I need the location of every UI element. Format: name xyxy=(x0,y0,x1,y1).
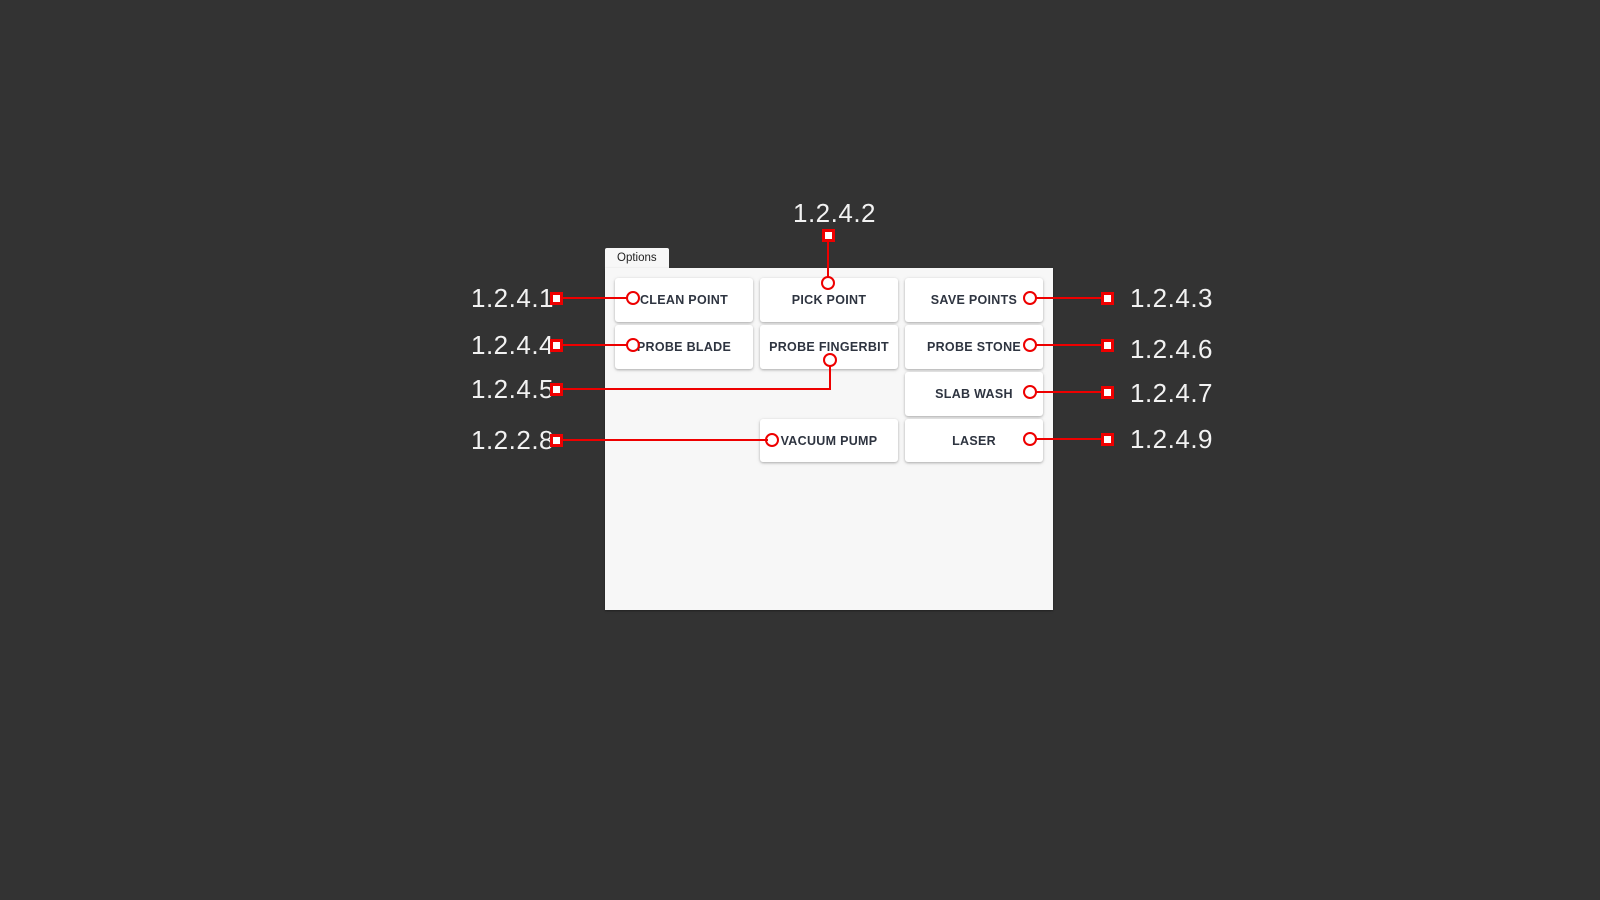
callout-marker-1-2-4-2 xyxy=(822,229,835,242)
tab-strip: Options xyxy=(605,248,1053,268)
callout-marker-1-2-4-5 xyxy=(550,383,563,396)
callout-marker-1-2-4-6 xyxy=(1101,339,1114,352)
callout-marker-1-2-4-1 xyxy=(550,292,563,305)
callout-marker-1-2-4-4 xyxy=(550,339,563,352)
callout-marker-1-2-4-3 xyxy=(1101,292,1114,305)
callout-label-1-2-4-3: 1.2.4.3 xyxy=(1130,283,1214,313)
callout-label-1-2-4-1: 1.2.4.1 xyxy=(471,283,555,313)
button-save-points[interactable]: SAVE POINTS xyxy=(905,278,1043,322)
callout-label-1-2-4-7: 1.2.4.7 xyxy=(1130,378,1214,408)
callout-label-1-2-4-9: 1.2.4.9 xyxy=(1130,424,1214,454)
button-vacuum-pump[interactable]: VACUUM PUMP xyxy=(760,419,898,462)
button-clean-point[interactable]: CLEAN POINT xyxy=(615,278,753,322)
button-probe-stone[interactable]: PROBE STONE xyxy=(905,325,1043,369)
callout-label-1-2-4-5: 1.2.4.5 xyxy=(471,374,555,404)
callout-marker-1-2-4-9 xyxy=(1101,433,1114,446)
tab-options[interactable]: Options xyxy=(605,248,669,268)
button-laser[interactable]: LASER xyxy=(905,419,1043,462)
callout-marker-1-2-4-7 xyxy=(1101,386,1114,399)
callout-label-1-2-2-8: 1.2.2.8 xyxy=(471,425,555,455)
button-probe-blade[interactable]: PROBE BLADE xyxy=(615,325,753,369)
callout-label-1-2-4-2: 1.2.4.2 xyxy=(793,198,877,228)
callout-label-1-2-4-4: 1.2.4.4 xyxy=(471,330,555,360)
button-probe-fingerbit[interactable]: PROBE FINGERBIT xyxy=(760,325,898,369)
options-panel: Options CLEAN POINT PROBE BLADE PICK POI… xyxy=(605,248,1053,610)
button-pick-point[interactable]: PICK POINT xyxy=(760,278,898,322)
options-panel-body: CLEAN POINT PROBE BLADE PICK POINT PROBE… xyxy=(605,268,1053,610)
callout-label-1-2-4-6: 1.2.4.6 xyxy=(1130,334,1214,364)
button-slab-wash[interactable]: SLAB WASH xyxy=(905,372,1043,416)
callout-marker-1-2-2-8 xyxy=(550,434,563,447)
